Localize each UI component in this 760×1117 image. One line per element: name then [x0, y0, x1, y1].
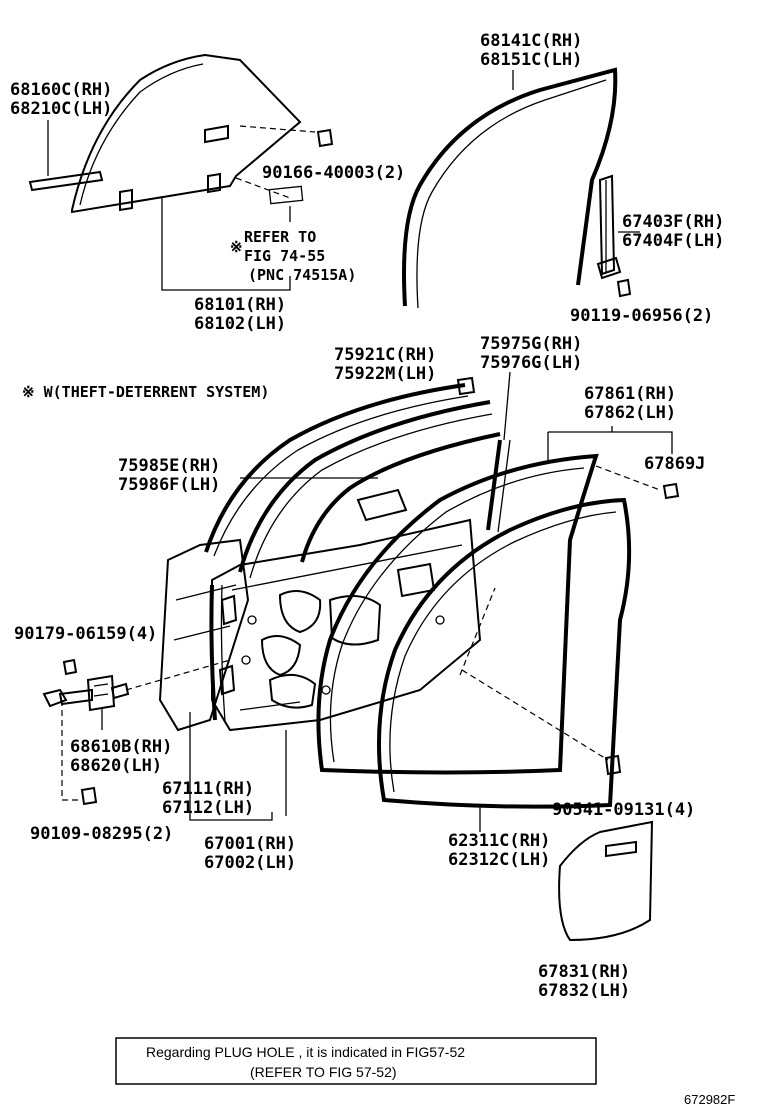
door-shell-inner: [211, 488, 482, 732]
label-68210c-lh: 68210C(LH): [10, 99, 112, 119]
label-90179-06159: 90179-06159(4): [14, 624, 157, 644]
theft-deterrent-note: ※ W(THEFT-DETERRENT SYSTEM): [22, 383, 269, 401]
label-68160c-rh: 68160C(RH): [10, 80, 112, 100]
door-frame-moulding: [402, 67, 618, 309]
label-75921c-rh: 75921C(RH): [334, 345, 436, 365]
refer-line-2: FIG 74-55: [244, 247, 325, 265]
label-68101-rh: 68101(RH): [194, 295, 286, 315]
label-67112-lh: 67112(LH): [162, 798, 254, 818]
label-67111-rh: 67111(RH): [162, 779, 254, 799]
refer-line-3: (PNC 74515A): [248, 266, 356, 284]
label-67832-lh: 67832(LH): [538, 981, 630, 1001]
label-67831-rh: 67831(RH): [538, 962, 630, 982]
label-90166-40003: 90166-40003(2): [262, 163, 405, 183]
plug-hole-note-line-1: Regarding PLUG HOLE , it is indicated in…: [146, 1044, 465, 1060]
label-75985e-rh: 75985E(RH): [118, 456, 220, 476]
label-62311c-rh: 62311C(RH): [448, 831, 550, 851]
door-trim-board-67831: [558, 820, 654, 942]
theft-label-sticker: [268, 185, 304, 205]
glass-run-channel-left: [28, 120, 104, 192]
label-90541-09131: 90541-09131(4): [552, 800, 695, 820]
label-75986f-lh: 75986F(LH): [118, 475, 220, 495]
door-check-68610: [42, 658, 231, 806]
door-weatherstrip-62311: [377, 497, 632, 832]
label-67862-lh: 67862(LH): [584, 403, 676, 423]
label-68620-lh: 68620(LH): [70, 756, 162, 776]
label-67001-rh: 67001(RH): [204, 834, 296, 854]
label-68141c-rh: 68141C(RH): [480, 31, 582, 51]
glass-run-75975: [486, 371, 511, 533]
label-90119-06956: 90119-06956(2): [570, 306, 713, 326]
screw-90119: [616, 278, 632, 298]
label-68102-lh: 68102(LH): [194, 314, 286, 334]
refer-mark: ※: [230, 238, 243, 256]
label-68610b-rh: 68610B(RH): [70, 737, 172, 757]
outer-weatherstrip-75921: [204, 376, 476, 557]
label-75975g-rh: 75975G(RH): [480, 334, 582, 354]
label-67403f-rh: 67403F(RH): [622, 212, 724, 232]
label-75922m-lh: 75922M(LH): [334, 364, 436, 384]
plug-hole-note-line-2: (REFER TO FIG 57-52): [250, 1064, 397, 1080]
label-75976g-lh: 75976G(LH): [480, 353, 582, 373]
figure-id: 672982F: [684, 1092, 735, 1107]
label-67404f-lh: 67404F(LH): [622, 231, 724, 251]
door-hinge-side-67111: [209, 584, 238, 723]
label-68151c-lh: 68151C(LH): [480, 50, 582, 70]
plug-hole-note-box: Regarding PLUG HOLE , it is indicated in…: [115, 1037, 597, 1085]
door-panel-outer: [158, 538, 250, 732]
label-90109-08295: 90109-08295(2): [30, 824, 173, 844]
label-67869j: 67869J: [644, 454, 705, 474]
label-62312c-lh: 62312C(LH): [448, 850, 550, 870]
door-glass: [71, 53, 302, 214]
inner-weatherstrip-75985: [238, 400, 501, 579]
label-67861-rh: 67861(RH): [584, 384, 676, 404]
refer-line-1: REFER TO: [244, 228, 316, 246]
bolt-90166: [235, 125, 334, 199]
label-67002-lh: 67002(LH): [204, 853, 296, 873]
division-bar-67403: [596, 174, 640, 280]
door-opening-trim-67861: [316, 426, 680, 775]
